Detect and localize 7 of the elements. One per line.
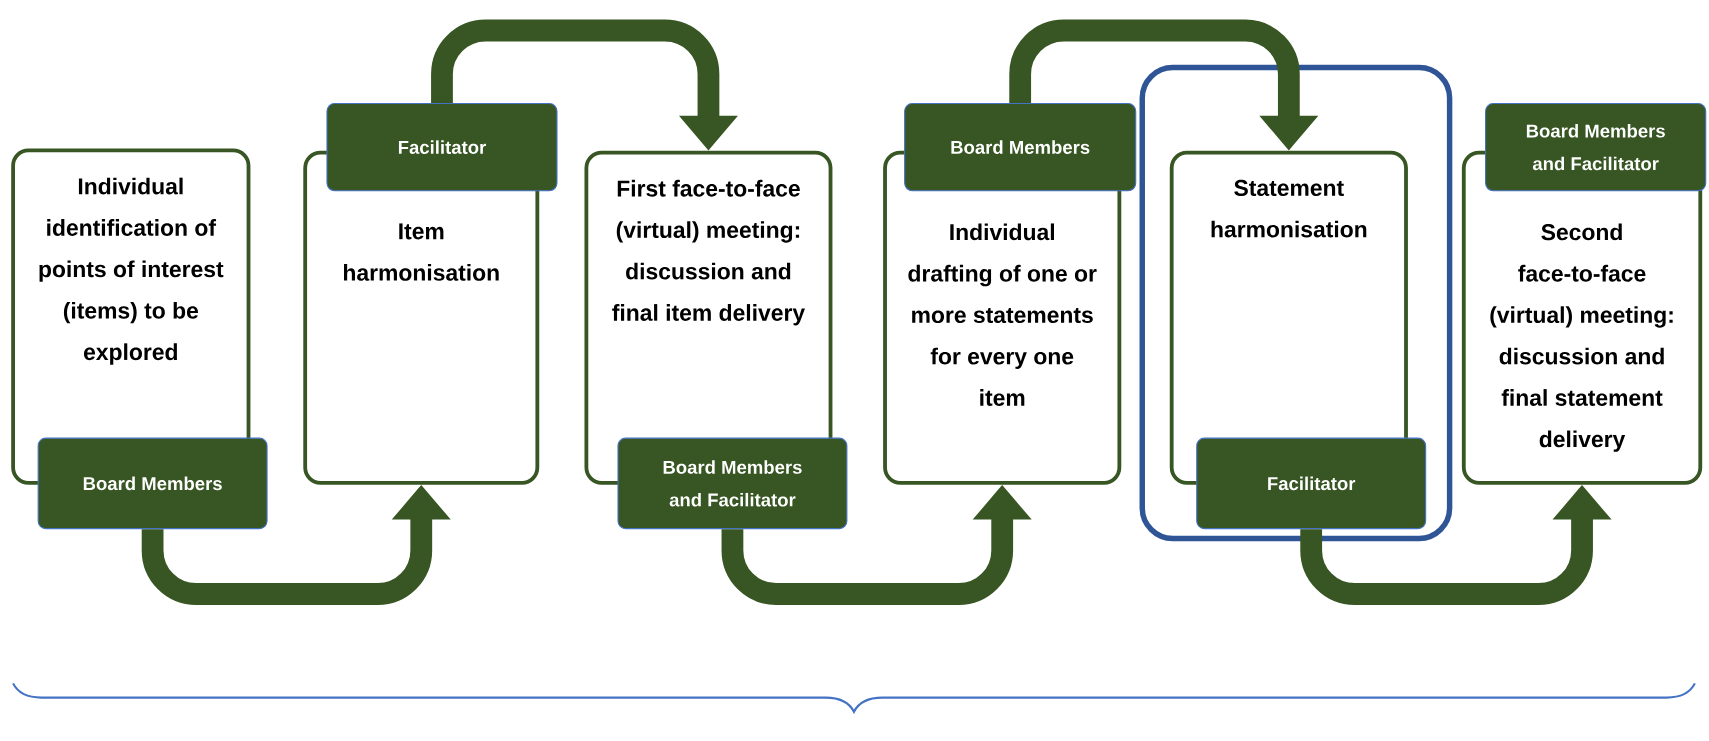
role-label: Board Members	[904, 102, 1137, 192]
role-label: Facilitator	[326, 102, 558, 192]
role-label: Board Members and Facilitator	[617, 437, 848, 530]
role-label: Facilitator	[1196, 437, 1427, 530]
role-label: Board Members	[37, 437, 268, 530]
role-label: Board Members and Facilitator	[1485, 102, 1707, 192]
highlight-frame	[1139, 64, 1453, 542]
